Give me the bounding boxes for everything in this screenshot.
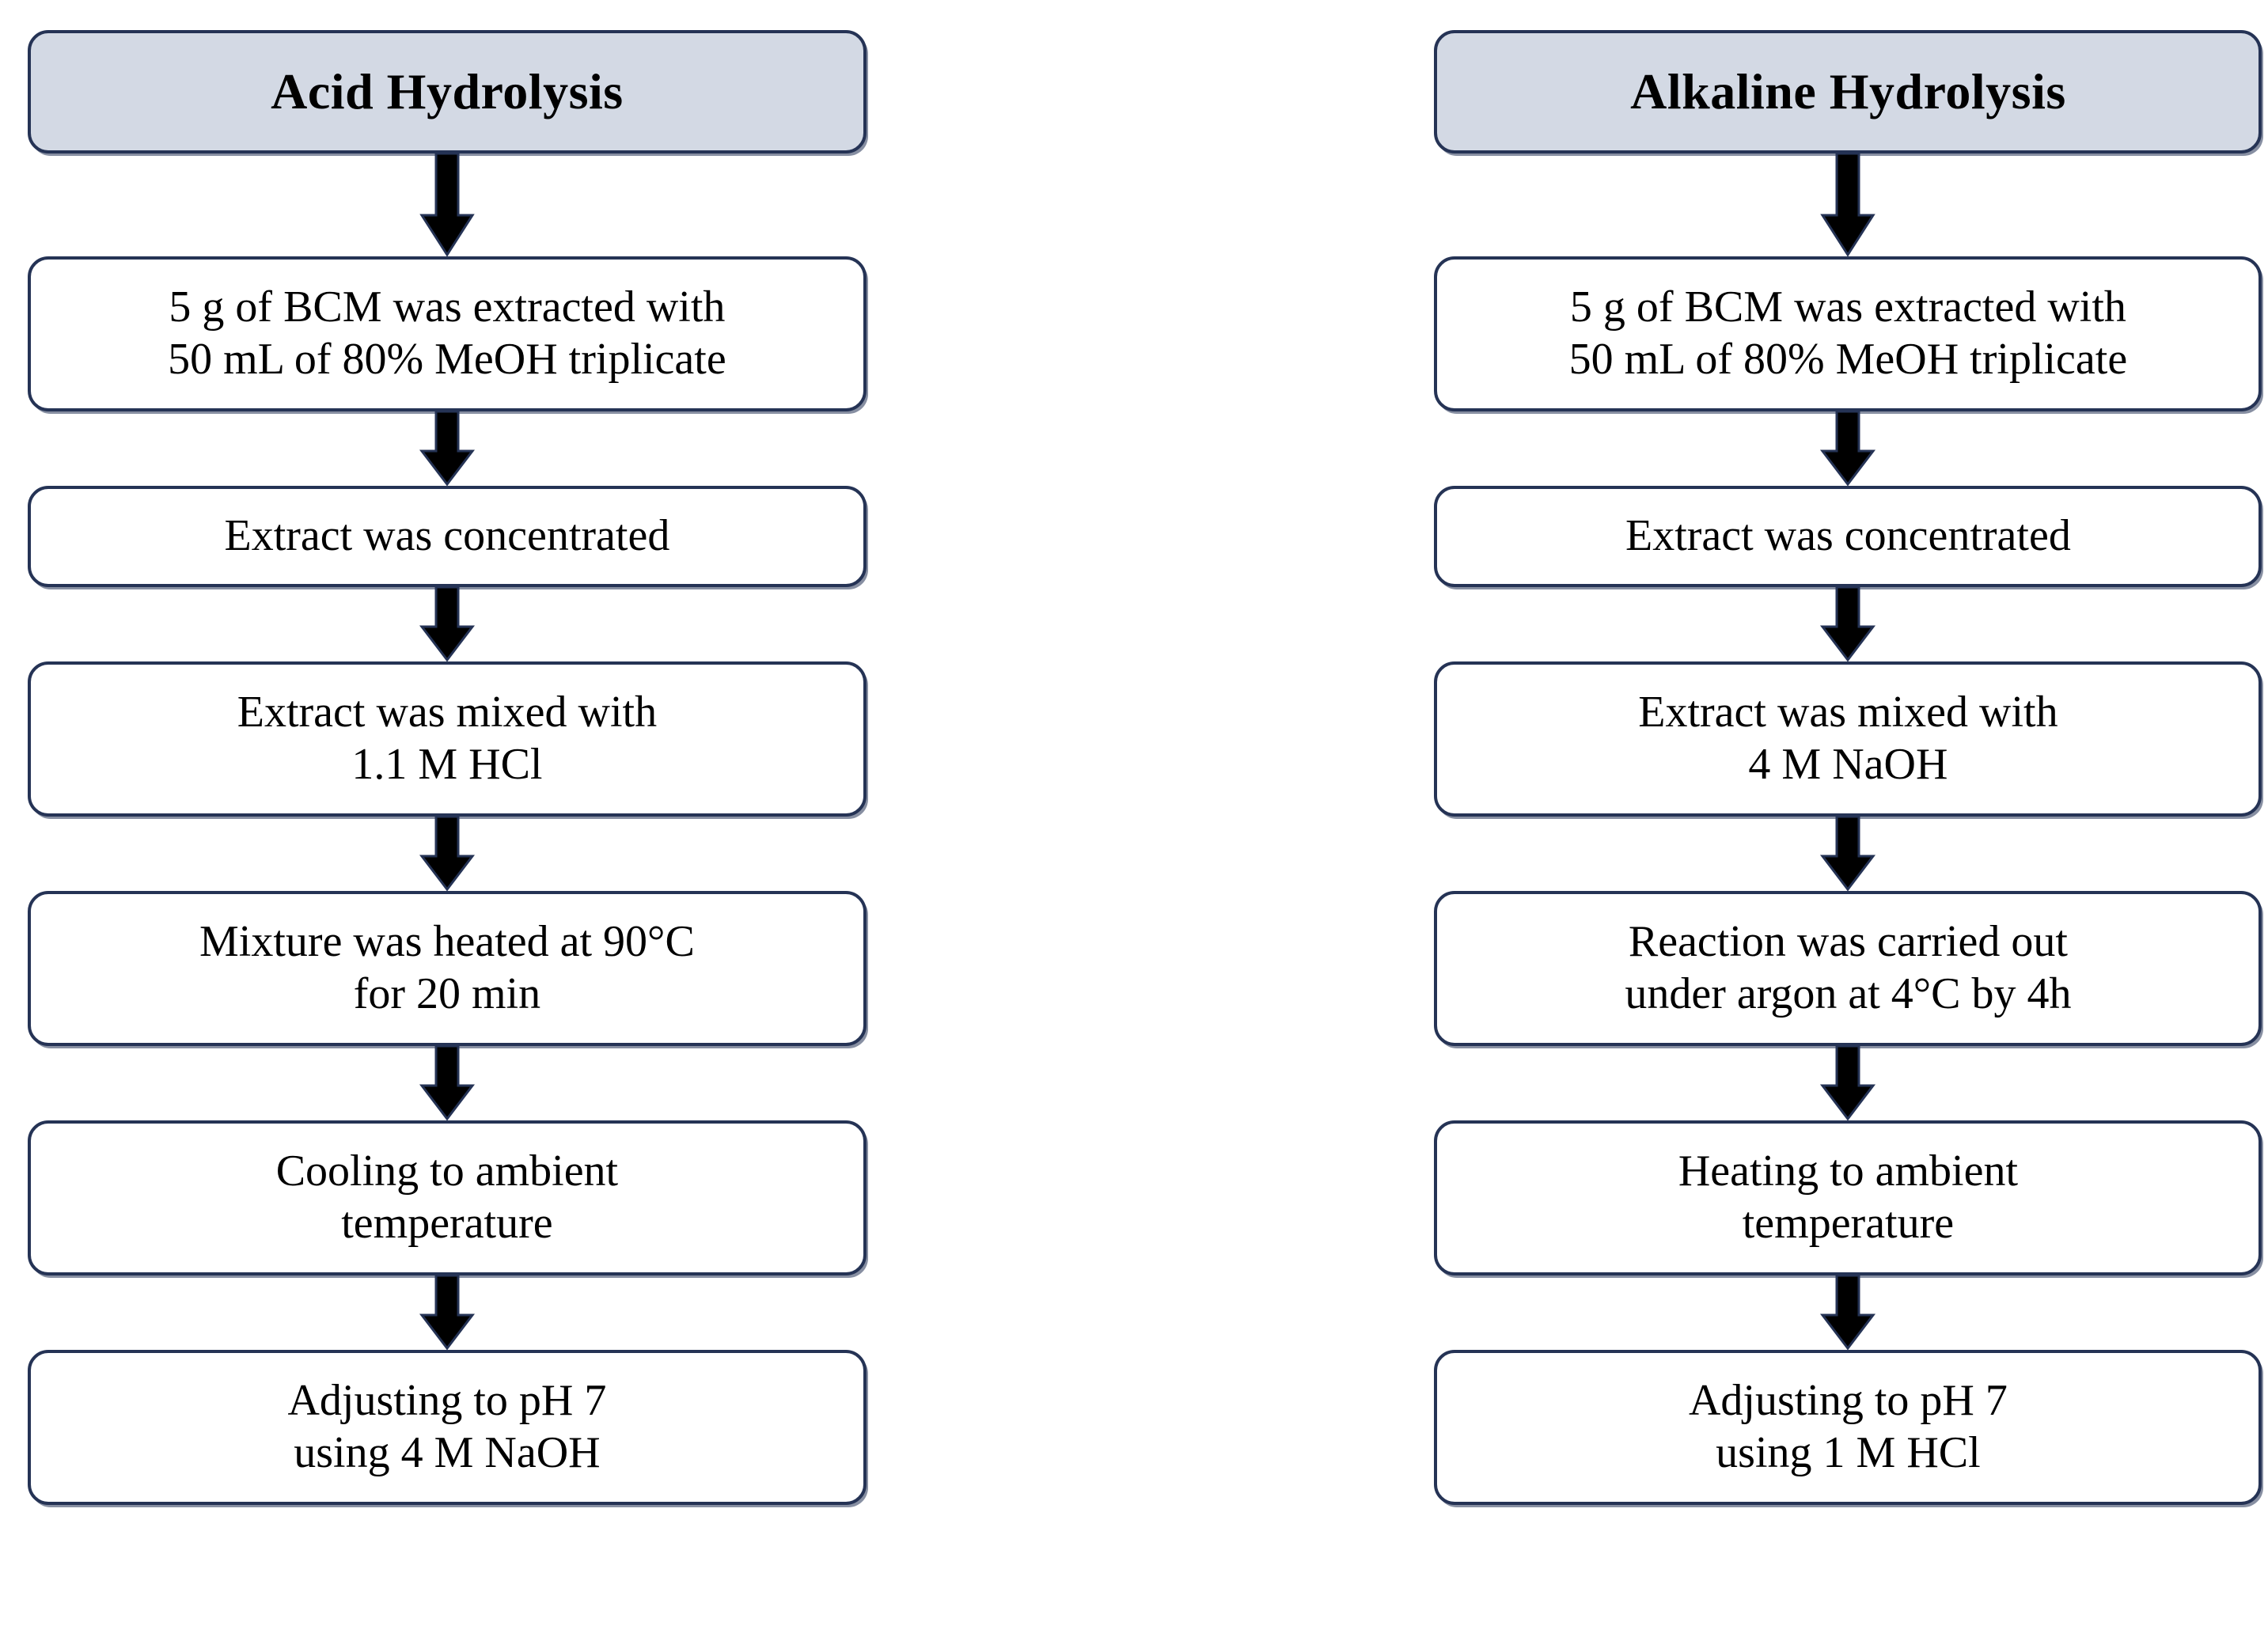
acid-step-3-line2: 1.1 M HCl: [351, 740, 543, 789]
arrow-acid-2: [419, 410, 476, 487]
alkaline-hydrolysis-header-label: Alkaline Hydrolysis: [1630, 63, 2066, 119]
alkaline-step-2-box: Extract was concentrated: [1434, 486, 2262, 587]
arrow-acid-4: [419, 815, 476, 892]
alkaline-step-6-box: Adjusting to pH 7 using 1 M HCl: [1434, 1350, 2262, 1505]
alkaline-step-3-box: Extract was mixed with 4 M NaOH: [1434, 661, 2262, 817]
arrow-acid-1: [419, 152, 476, 257]
arrow-alkaline-1: [1819, 152, 1876, 257]
alkaline-step-6-line1: Adjusting to pH 7: [1688, 1376, 2008, 1426]
acid-step-6-line2: using 4 M NaOH: [294, 1428, 601, 1477]
acid-hydrolysis-lane: Acid Hydrolysis 5 g of BCM was extracted…: [17, 0, 877, 1505]
alkaline-step-1-line1: 5 g of BCM was extracted with: [1569, 282, 2126, 332]
alkaline-step-3-line2: 4 M NaOH: [1748, 740, 1948, 789]
alkaline-step-1-box: 5 g of BCM was extracted with 50 mL of 8…: [1434, 256, 2262, 411]
alkaline-step-4-line1: Reaction was carried out: [1628, 917, 2068, 967]
acid-step-1-line2: 50 mL of 80% MeOH triplicate: [168, 335, 726, 384]
acid-hydrolysis-header-label: Acid Hydrolysis: [271, 63, 624, 119]
arrow-acid-5: [419, 1044, 476, 1121]
arrow-alkaline-5: [1819, 1044, 1876, 1121]
alkaline-hydrolysis-lane: Alkaline Hydrolysis 5 g of BCM was extra…: [1428, 0, 2268, 1505]
alkaline-step-4-box: Reaction was carried out under argon at …: [1434, 891, 2262, 1046]
alkaline-step-1-line2: 50 mL of 80% MeOH triplicate: [1568, 335, 2128, 384]
alkaline-step-2-line1: Extract was concentrated: [1625, 511, 2071, 561]
acid-step-2-box: Extract was concentrated: [27, 486, 867, 587]
acid-step-3-box: Extract was mixed with 1.1 M HCl: [27, 661, 867, 817]
acid-step-6-line1: Adjusting to pH 7: [287, 1376, 607, 1426]
acid-step-3-line1: Extract was mixed with: [237, 688, 658, 737]
acid-step-4-line1: Mixture was heated at 90°C: [199, 917, 695, 967]
alkaline-step-6-line2: using 1 M HCl: [1716, 1428, 1981, 1477]
arrow-alkaline-2: [1819, 410, 1876, 487]
alkaline-step-5-line1: Heating to ambient: [1678, 1147, 2019, 1196]
acid-step-6-box: Adjusting to pH 7 using 4 M NaOH: [27, 1350, 867, 1505]
alkaline-step-5-line2: temperature: [1742, 1199, 1955, 1248]
alkaline-step-3-line1: Extract was mixed with: [1638, 688, 2058, 737]
arrow-acid-6: [419, 1274, 476, 1351]
acid-step-1-box: 5 g of BCM was extracted with 50 mL of 8…: [27, 256, 867, 411]
arrow-alkaline-3: [1819, 586, 1876, 662]
acid-step-4-box: Mixture was heated at 90°C for 20 min: [27, 891, 867, 1046]
arrow-acid-3: [419, 586, 476, 662]
acid-step-5-line2: temperature: [341, 1199, 553, 1248]
acid-hydrolysis-header: Acid Hydrolysis: [27, 30, 867, 154]
arrow-alkaline-4: [1819, 815, 1876, 892]
acid-step-5-box: Cooling to ambient temperature: [27, 1120, 867, 1275]
arrow-alkaline-6: [1819, 1274, 1876, 1351]
alkaline-hydrolysis-header: Alkaline Hydrolysis: [1434, 30, 2262, 154]
alkaline-step-4-line2: under argon at 4°C by 4h: [1625, 969, 2072, 1018]
alkaline-step-5-box: Heating to ambient temperature: [1434, 1120, 2262, 1275]
acid-step-4-line2: for 20 min: [353, 969, 541, 1018]
acid-step-5-line1: Cooling to ambient: [275, 1147, 619, 1196]
acid-step-2-line1: Extract was concentrated: [224, 511, 670, 561]
acid-step-1-line1: 5 g of BCM was extracted with: [169, 282, 726, 332]
